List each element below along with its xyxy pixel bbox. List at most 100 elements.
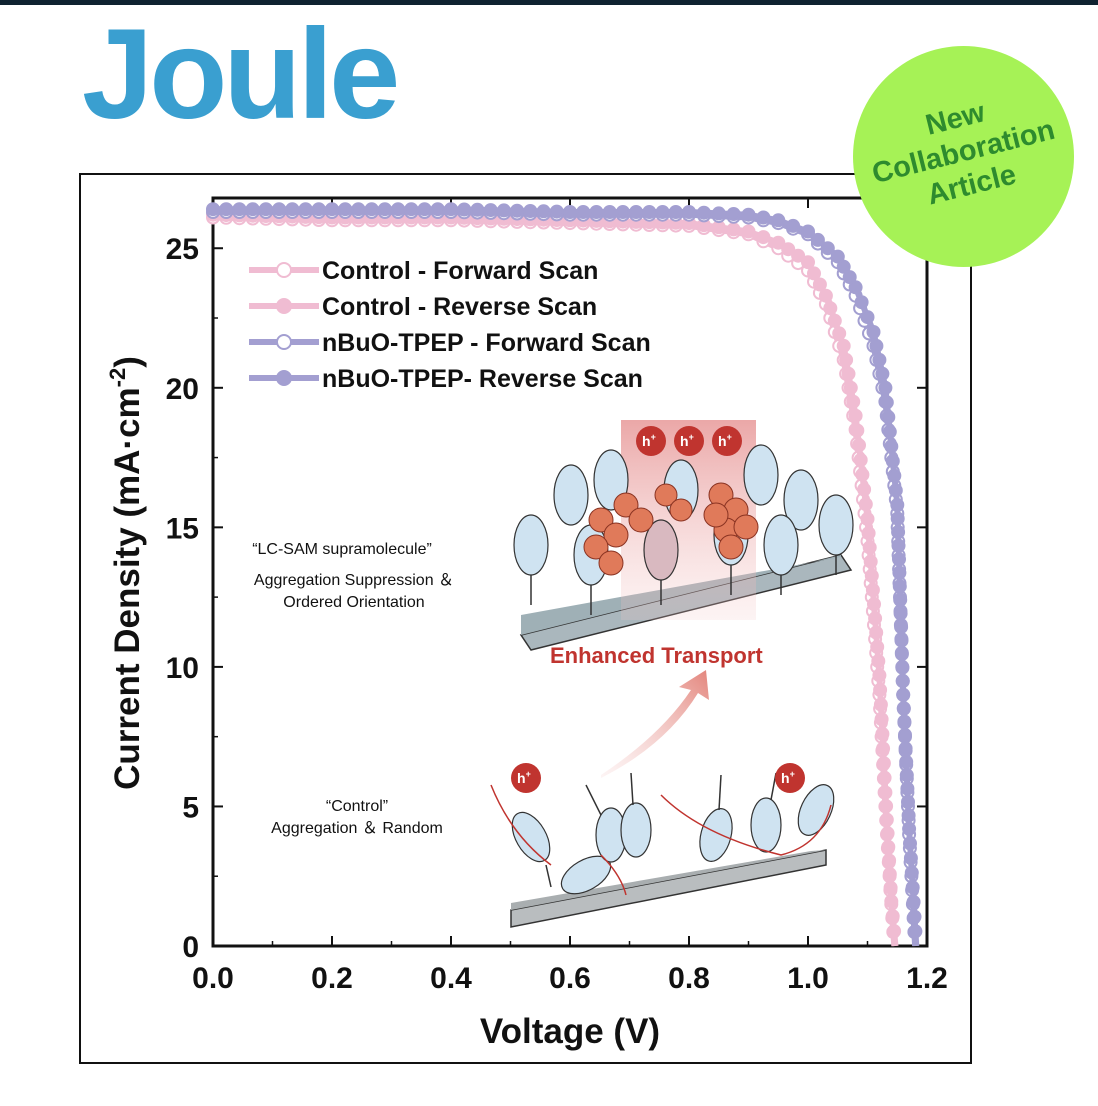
data-point: [711, 220, 726, 235]
data-point: [711, 206, 726, 221]
data-point: [893, 606, 908, 621]
hole-1-label: h+: [642, 432, 656, 449]
data-point: [791, 248, 806, 263]
data-point: [872, 668, 887, 683]
x-tick-label: 0.0: [192, 962, 234, 995]
data-point: [832, 326, 847, 341]
data-point: [879, 395, 894, 410]
data-point: [245, 202, 260, 217]
data-point: [444, 202, 458, 217]
x-tick-label: 0.4: [430, 962, 472, 995]
legend-swatch-marker: [276, 262, 292, 278]
data-point: [896, 687, 911, 702]
data-point: [726, 207, 741, 221]
data-point: [882, 424, 897, 439]
x-tick-label: 0.8: [668, 962, 710, 995]
data-point: [457, 202, 472, 217]
legend-label: nBuO-TPEP - Forward Scan: [322, 329, 651, 357]
data-point: [890, 511, 905, 526]
data-point: [882, 867, 897, 882]
x-axis-title: Voltage (V): [480, 1012, 660, 1051]
data-point: [377, 202, 392, 217]
data-point: [898, 741, 913, 756]
data-point: [404, 202, 419, 217]
control-molecules: [511, 784, 835, 895]
data-point: [901, 808, 916, 823]
enhanced-transport-label: Enhanced Transport: [550, 643, 763, 668]
data-point: [823, 301, 838, 316]
x-tick-label: 1.0: [787, 962, 829, 995]
data-point: [615, 205, 630, 219]
data-point: [801, 255, 815, 270]
data-point: [860, 310, 875, 325]
new-collaboration-badge: New Collaboration Article: [853, 46, 1074, 267]
data-point: [880, 826, 895, 841]
data-point: [510, 203, 525, 218]
data-point: [668, 205, 683, 219]
data-point: [890, 498, 905, 512]
data-point: [878, 785, 893, 800]
data-point: [878, 380, 893, 395]
hole-3-label: h+: [718, 432, 732, 449]
data-point: [843, 380, 858, 395]
data-point: [869, 338, 884, 353]
control-title: “Control”: [326, 798, 388, 815]
data-point: [430, 202, 445, 217]
data-point: [812, 277, 827, 292]
data-point: [881, 839, 896, 854]
legend-swatch-marker: [276, 370, 292, 386]
data-point: [741, 224, 756, 239]
data-point: [391, 202, 406, 217]
data-point: [818, 288, 833, 303]
data-point: [470, 202, 485, 217]
data-point: [883, 880, 898, 895]
data-point: [892, 579, 907, 594]
data-point: [827, 313, 842, 328]
jv-chart: h+ h+ h+: [105, 196, 948, 1051]
data-point: [417, 202, 432, 217]
graphical-abstract-frame: h+ h+ h+: [79, 173, 972, 1064]
data-point: [839, 352, 854, 367]
data-point: [338, 202, 353, 217]
data-point: [873, 682, 888, 697]
data-point: [874, 712, 889, 727]
transition-arrow: [601, 670, 709, 778]
data-point: [523, 204, 538, 218]
control-substrate-top: [511, 850, 826, 910]
data-point: [865, 583, 880, 597]
x-tick-label: 1.2: [906, 962, 948, 995]
data-point: [576, 205, 591, 219]
data-point: [536, 204, 551, 219]
data-point: [892, 552, 906, 567]
y-tick-label: 25: [166, 233, 199, 266]
legend-label: Control - Forward Scan: [322, 257, 598, 285]
data-point: [855, 467, 870, 482]
data-point: [852, 438, 866, 453]
lc-sam-line1: Aggregation Suppression ＆: [254, 572, 454, 589]
top-bar: [0, 0, 1098, 5]
data-point: [298, 202, 313, 217]
control-substrate: [510, 849, 827, 928]
data-point: [891, 538, 906, 553]
data-point: [898, 728, 912, 742]
data-point: [876, 756, 891, 771]
data-point: [875, 726, 890, 741]
data-point: [483, 203, 498, 218]
data-point: [863, 554, 878, 569]
data-point: [907, 909, 922, 924]
hole-paths: [490, 784, 832, 896]
data-point: [563, 205, 577, 219]
data-point: [891, 525, 906, 540]
hole-4-label: h+: [517, 769, 531, 786]
data-point: [786, 218, 801, 233]
curves: [206, 202, 923, 947]
data-point: [820, 241, 835, 256]
legend-label: Control - Reverse Scan: [322, 293, 597, 321]
data-point: [810, 232, 825, 247]
data-point: [895, 660, 910, 675]
data-point: [879, 799, 894, 814]
data-point: [864, 568, 879, 583]
journal-logo: Joule: [82, 3, 400, 146]
data-point: [836, 338, 851, 353]
